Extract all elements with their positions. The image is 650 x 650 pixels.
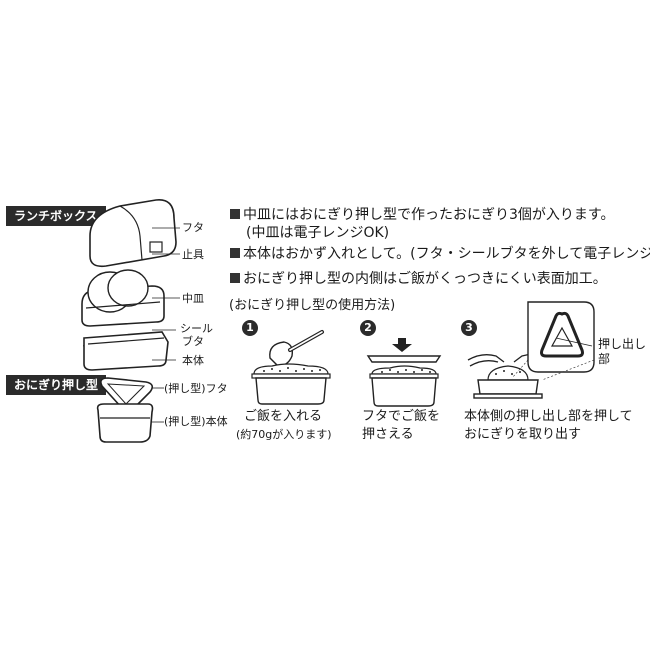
usage-title: (おにぎり押し型の使用方法) [229,298,396,313]
step-2-caption-line-1: フタでご飯を [362,409,441,424]
step-3-callout-line-1: 押し出し [598,337,647,351]
mold-tag: おにぎり押し型 [6,375,107,395]
step-3-callout-line-2: 部 [598,352,611,366]
step-1-caption: ご飯を入れる [244,409,323,424]
step-2-illustration [366,338,442,407]
mold-illustration [96,377,154,443]
step-3-caption-line-1: 本体側の押し出し部を押して [464,409,633,424]
bullet-square-icon [230,248,240,258]
feature-2-text: 本体はおかず入れとして。(フタ・シールブタを外して電子レンジOK) [243,246,650,262]
feature-1-note: (中皿は電子レンジOK) [246,224,389,242]
part-label-mold-lid: (押し型)フタ [164,382,228,395]
bullet-square-icon [230,209,240,219]
lunchbox-leader-lines [152,227,180,361]
part-label-seal: シール [180,322,213,335]
feature-3-text: おにぎり押し型の内側はご飯がくっつきにくい表面加工。 [243,271,607,287]
part-label-seal-lid: ブタ [182,335,204,348]
part-label-body: 本体 [182,354,204,367]
part-label-mold-body: (押し型)本体 [164,415,228,428]
step-1-number: 1 [242,320,258,336]
feature-1-note-text: (中皿は電子レンジOK) [246,225,390,241]
feature-2: 本体はおかず入れとして。(フタ・シールブタを外して電子レンジOK) [230,245,650,263]
feature-1: 中皿にはおにぎり押し型で作ったおにぎり3個が入ります。 [230,206,615,224]
part-label-clip: 止具 [182,248,204,261]
step-3-caption-line-2: おにぎりを取り出す [464,427,582,442]
part-label-middle-tray: 中皿 [182,292,204,305]
feature-1-text: 中皿にはおにぎり押し型で作ったおにぎり3個が入ります。 [243,207,615,223]
step-3-number: 3 [461,320,477,336]
step-1-note: (約70gが入ります) [236,428,332,441]
part-label-lid: フタ [182,221,204,234]
step-2-number: 2 [360,320,376,336]
lunchbox-illustration [81,199,177,359]
bullet-square-icon [230,273,240,283]
step-1-illustration [251,330,331,405]
feature-3: おにぎり押し型の内側はご飯がくっつきにくい表面加工。 [230,270,607,288]
lunchbox-tag: ランチボックス [6,206,106,226]
step-2-caption-line-2: 押さえる [362,427,414,442]
mold-leader-lines [152,387,164,423]
step-3-illustration [467,301,595,399]
lunchbox-body-illustration [83,331,169,371]
